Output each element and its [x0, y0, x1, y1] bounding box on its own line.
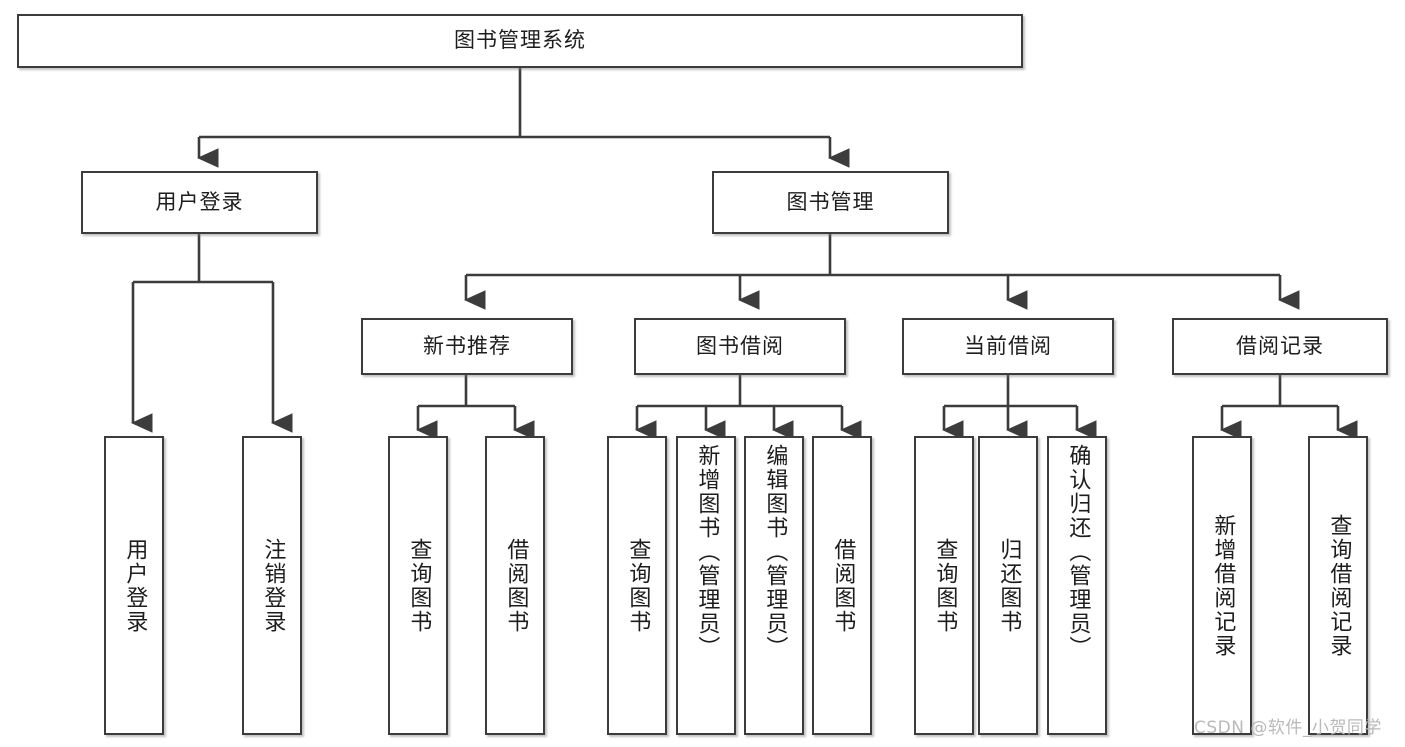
- node-label: 查询图书: [406, 537, 432, 634]
- node-label: 查询借阅记录: [1326, 513, 1352, 658]
- node-user-login[interactable]: 用户登录: [81, 171, 318, 234]
- node-leaf-edit-book[interactable]: 编辑图书（管理员）: [744, 436, 804, 735]
- node-label: 新增借阅记录: [1210, 513, 1236, 658]
- node-label: 新增图书（管理员）: [694, 444, 720, 660]
- node-label: 图书管理: [786, 189, 875, 214]
- node-label: 借阅图书: [830, 537, 856, 634]
- node-book-borrow[interactable]: 图书借阅: [634, 318, 846, 375]
- node-leaf-confirm-return[interactable]: 确认归还（管理员）: [1047, 436, 1107, 735]
- node-leaf-borrow-book-recommend[interactable]: 借阅图书: [485, 436, 545, 735]
- node-leaf-return-book[interactable]: 归还图书: [978, 436, 1038, 735]
- node-label: 新书推荐: [423, 333, 511, 358]
- node-label: 确认归还（管理员）: [1065, 444, 1091, 660]
- node-label: 用户登录: [155, 189, 244, 214]
- node-leaf-query-book-current[interactable]: 查询图书: [914, 436, 974, 735]
- node-current-borrow[interactable]: 当前借阅: [902, 318, 1114, 375]
- node-leaf-add-book[interactable]: 新增图书（管理员）: [676, 436, 736, 735]
- node-label: 注销登录: [260, 537, 286, 634]
- node-label: 归还图书: [996, 537, 1022, 634]
- node-new-book-recommend[interactable]: 新书推荐: [361, 318, 573, 375]
- node-book-management-system[interactable]: 图书管理系统: [17, 14, 1023, 68]
- node-leaf-user-logout[interactable]: 注销登录: [242, 436, 302, 735]
- node-leaf-borrow-book[interactable]: 借阅图书: [812, 436, 872, 735]
- node-label: 图书管理系统: [454, 28, 586, 53]
- csdn-watermark: CSDN @软件_小贺同学: [1194, 718, 1382, 738]
- node-label: 图书借阅: [696, 333, 784, 358]
- node-label: 借阅图书: [503, 537, 529, 634]
- node-label: 用户登录: [122, 537, 148, 634]
- node-leaf-user-login[interactable]: 用户登录: [104, 436, 164, 735]
- node-book-management[interactable]: 图书管理: [712, 171, 949, 234]
- node-label: 借阅记录: [1236, 333, 1324, 358]
- node-label: 编辑图书（管理员）: [762, 444, 788, 660]
- node-leaf-query-record[interactable]: 查询借阅记录: [1308, 436, 1368, 735]
- node-label: 查询图书: [625, 537, 651, 634]
- node-leaf-query-book-recommend[interactable]: 查询图书: [388, 436, 448, 735]
- node-borrow-record[interactable]: 借阅记录: [1172, 318, 1388, 375]
- node-leaf-add-record[interactable]: 新增借阅记录: [1192, 436, 1252, 735]
- node-label: 查询图书: [932, 537, 958, 634]
- node-leaf-query-book-borrow[interactable]: 查询图书: [607, 436, 667, 735]
- node-label: 当前借阅: [964, 333, 1052, 358]
